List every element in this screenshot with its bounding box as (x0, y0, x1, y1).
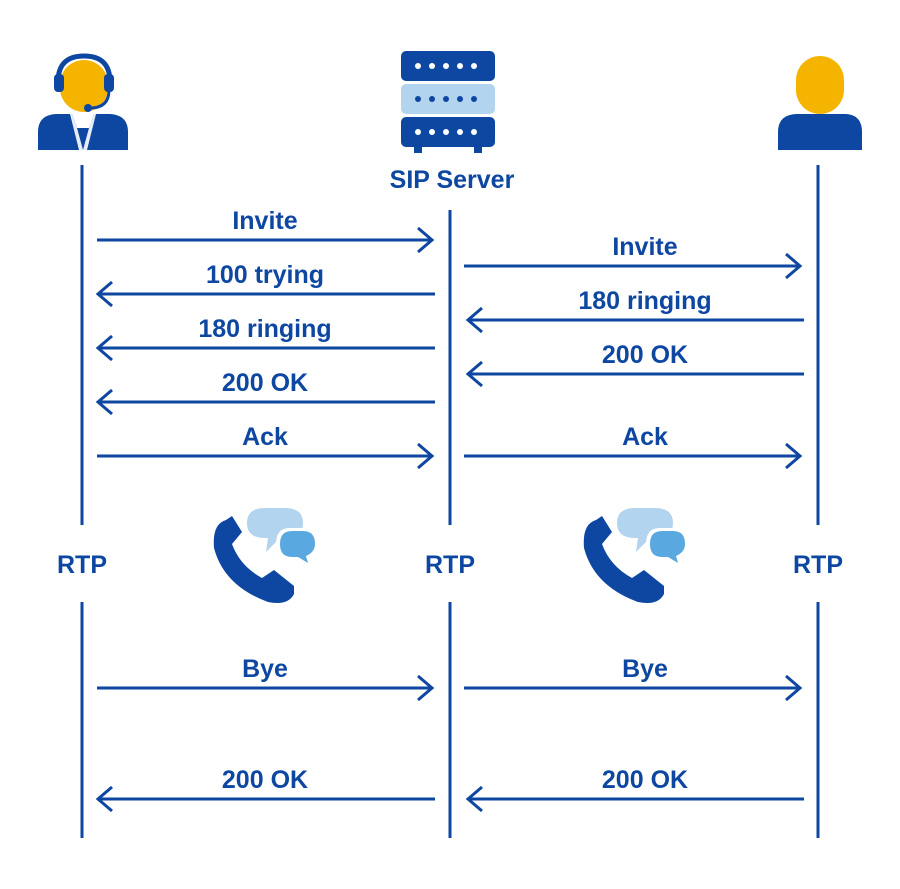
svg-text:200 OK: 200 OK (602, 766, 688, 794)
phone-chat-icon (213, 508, 318, 603)
user-icon (778, 56, 862, 150)
svg-text:Bye: Bye (622, 655, 668, 683)
rtp-label-server: RTP (425, 551, 475, 579)
svg-text:Ack: Ack (622, 423, 668, 451)
server-label: SIP Server (390, 166, 515, 194)
svg-text:Ack: Ack (242, 423, 288, 451)
left-message-ack: Ack (97, 423, 435, 470)
call-center-agent-icon (38, 53, 128, 150)
right-message-200-ok: 200 OK (465, 341, 804, 388)
left-message-bye: Bye (97, 655, 435, 702)
right-message-bye: Bye (464, 655, 803, 702)
svg-text:Bye: Bye (242, 655, 288, 683)
left-message-200-ok-final: 200 OK (95, 766, 435, 813)
svg-text:180 ringing: 180 ringing (198, 315, 331, 343)
svg-text:Invite: Invite (232, 207, 297, 235)
left-message-180-ringing: 180 ringing (95, 315, 435, 362)
svg-text:Invite: Invite (612, 233, 677, 261)
rtp-label-callee: RTP (793, 551, 843, 579)
svg-text:100 trying: 100 trying (206, 261, 324, 289)
right-message-200-ok-final: 200 OK (465, 766, 804, 813)
right-message-180-ringing: 180 ringing (465, 287, 804, 334)
svg-text:180 ringing: 180 ringing (578, 287, 711, 315)
svg-text:200 OK: 200 OK (222, 766, 308, 794)
right-message-ack: Ack (464, 423, 803, 470)
server-rack-icon (401, 51, 495, 153)
left-message-invite: Invite (97, 207, 435, 254)
svg-text:200 OK: 200 OK (602, 341, 688, 369)
left-message-100-trying: 100 trying (95, 261, 435, 308)
phone-chat-icon (583, 508, 688, 603)
rtp-label-caller: RTP (57, 551, 107, 579)
left-message-200-ok: 200 OK (95, 369, 435, 416)
svg-text:200 OK: 200 OK (222, 369, 308, 397)
right-message-invite: Invite (464, 233, 803, 280)
